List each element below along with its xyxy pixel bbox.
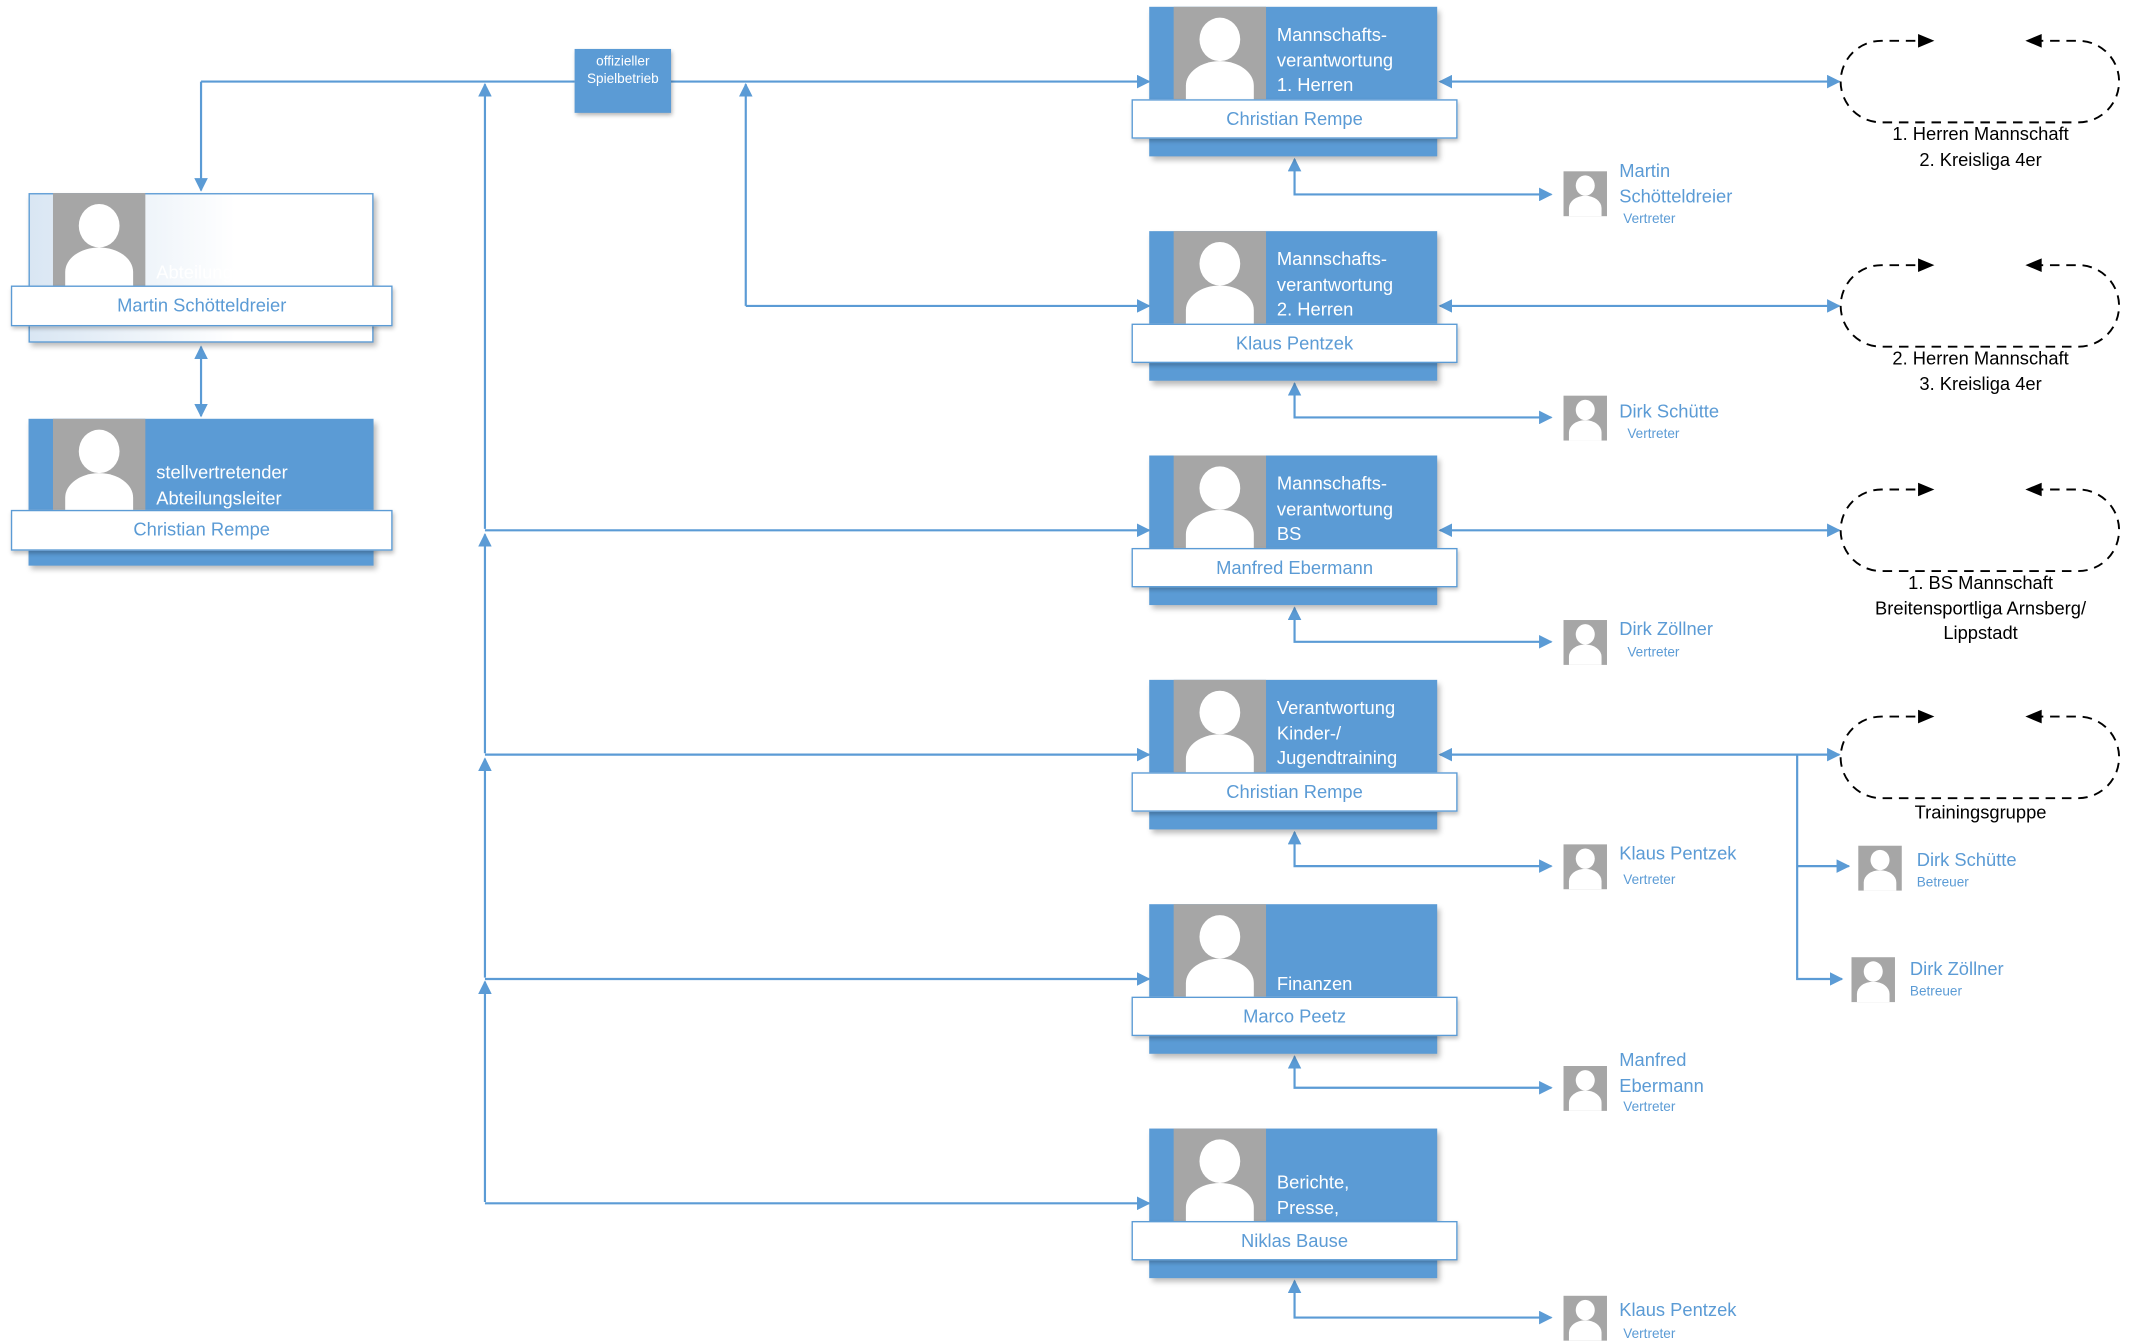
person-icon <box>1563 844 1607 890</box>
unit-name: Christian Rempe <box>1131 772 1458 812</box>
supervisor-name: Dirk Zöllner <box>1909 958 2004 979</box>
person-icon <box>1563 1295 1607 1341</box>
person-icon <box>1173 904 1267 999</box>
person-icon <box>1173 6 1267 101</box>
team-label: 1. BS Mannschaft Breitensportliga Arnsbe… <box>1875 572 2087 644</box>
deputy-name: Dirk Zöllner <box>1619 618 1713 640</box>
person-icon <box>1173 455 1267 550</box>
head-role: Abteilungsleiter <box>156 262 282 283</box>
supervisor-name: Dirk Schütte <box>1916 849 2017 871</box>
deputy-name: Martin Schötteldreier <box>1619 160 1733 206</box>
deputy-name: Klaus Pentzek <box>1619 843 1737 864</box>
deputy-title: Vertreter <box>1627 426 1680 442</box>
unit-role: Mannschafts- verantwortung 1. Herren <box>1276 24 1394 96</box>
person-icon <box>1563 620 1607 665</box>
deputy-name: Klaus Pentzek <box>1619 1299 1737 1321</box>
team-loop-2 <box>1839 264 2120 348</box>
person-icon <box>1563 1066 1607 1111</box>
unit-role: Verantwortung Kinder-/ Jugendtraining <box>1276 697 1398 769</box>
unit-role: Mannschafts- verantwortung 2. Herren <box>1276 248 1394 320</box>
team-label: 1. Herren Mannschaft 2. Kreisliga 4er <box>1892 123 2069 170</box>
deputy-title: Vertreter <box>1623 212 1676 228</box>
unit-name: Niklas Bause <box>1131 1221 1458 1261</box>
unit-role: Finanzen <box>1276 973 1353 994</box>
person-icon <box>1563 171 1607 217</box>
unit-name: Christian Rempe <box>1131 99 1458 139</box>
person-icon <box>1563 395 1607 441</box>
deputy-head-role: stellvertretender Abteilungsleiter <box>156 462 288 508</box>
unit-name: Klaus Pentzek <box>1131 323 1458 364</box>
person-icon <box>1173 1128 1267 1223</box>
person-icon <box>52 418 146 512</box>
team-label: Trainingsgruppe <box>1914 802 2047 823</box>
person-icon <box>1173 679 1267 774</box>
supervisor-title: Betreuer <box>1909 984 1963 1000</box>
head-name: Martin Schötteldreier <box>10 285 393 327</box>
person-icon <box>52 193 146 287</box>
deputy-title: Vertreter <box>1623 1099 1676 1115</box>
person-icon <box>1858 845 1902 891</box>
person-icon <box>1173 231 1267 325</box>
team-loop-1 <box>1839 39 2120 124</box>
team-loop-3 <box>1839 488 2120 573</box>
official-play-box: offizieller Spielbetrieb <box>574 48 672 113</box>
deputy-name: Manfred Ebermann <box>1619 1049 1704 1096</box>
person-icon <box>1851 957 1895 1003</box>
unit-name: Marco Peetz <box>1131 996 1458 1037</box>
deputy-title: Vertreter <box>1623 1327 1676 1342</box>
team-loop-4 <box>1839 715 2120 800</box>
deputy-name: Dirk Schütte <box>1619 401 1720 422</box>
deputy-head-name: Christian Rempe <box>10 509 393 551</box>
team-label: 2. Herren Mannschaft 3. Kreisliga 4er <box>1892 348 2069 394</box>
supervisor-title: Betreuer <box>1916 875 1969 891</box>
deputy-title: Vertreter <box>1627 645 1680 661</box>
deputy-title: Vertreter <box>1623 872 1676 888</box>
unit-name: Manfred Ebermann <box>1131 547 1458 588</box>
